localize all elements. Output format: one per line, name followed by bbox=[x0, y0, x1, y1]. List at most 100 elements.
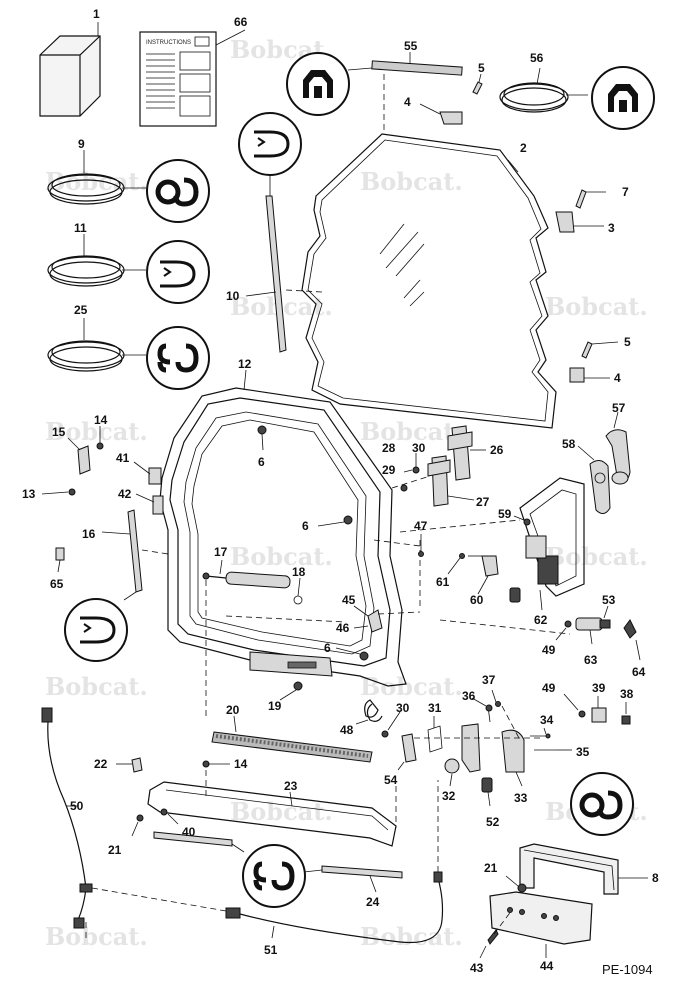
watermark-text: Bobcat. bbox=[45, 167, 148, 196]
callout: 20 bbox=[226, 703, 240, 717]
callout: 47 bbox=[414, 519, 428, 533]
part-seal-55 bbox=[286, 52, 463, 116]
callout: 33 bbox=[514, 791, 528, 805]
part-seal-10 bbox=[238, 112, 323, 353]
callout: 6 bbox=[324, 641, 331, 655]
callout: 1 bbox=[93, 7, 100, 21]
part-seal-9 bbox=[47, 150, 210, 223]
callout: 30 bbox=[412, 441, 426, 455]
part-hinge-26 bbox=[391, 425, 521, 533]
callout: 4 bbox=[404, 95, 411, 109]
part-cable-clip-48 bbox=[364, 699, 379, 718]
callout: 22 bbox=[94, 757, 108, 771]
callout: 38 bbox=[620, 687, 634, 701]
callout: 8 bbox=[652, 871, 659, 885]
callout: 36 bbox=[462, 689, 476, 703]
callout: 6 bbox=[302, 519, 309, 533]
watermark-text: Bobcat. bbox=[545, 292, 648, 321]
callout: 62 bbox=[534, 613, 548, 627]
part-latch-62 bbox=[439, 477, 585, 635]
part-box-1 bbox=[39, 22, 101, 117]
watermark-text: Bobcat. bbox=[360, 417, 463, 446]
part-hardware-right bbox=[555, 189, 619, 383]
callout: 2 bbox=[520, 141, 527, 155]
callout: 13 bbox=[22, 487, 36, 501]
callout: 34 bbox=[540, 713, 554, 727]
watermark-text: Bobcat. bbox=[45, 672, 148, 701]
watermark-text: Bobcat. bbox=[545, 542, 648, 571]
callout: 63 bbox=[584, 653, 598, 667]
callout: 26 bbox=[490, 443, 504, 457]
callout: 5 bbox=[624, 335, 631, 349]
watermark-text: Bobcat. bbox=[230, 542, 333, 571]
watermark-text: Bobcat. bbox=[360, 672, 463, 701]
part-seal-16 bbox=[55, 509, 169, 662]
callout: 21 bbox=[484, 861, 498, 875]
part-step-44 bbox=[479, 875, 593, 959]
callout: 66 bbox=[234, 15, 248, 29]
callout: 46 bbox=[336, 621, 350, 635]
callout: 31 bbox=[428, 701, 442, 715]
callout: 54 bbox=[384, 773, 398, 787]
callout: 37 bbox=[482, 673, 496, 687]
callout: 6 bbox=[258, 455, 265, 469]
callout: 65 bbox=[50, 577, 64, 591]
callout: 53 bbox=[602, 593, 616, 607]
part-panel-23 bbox=[116, 757, 403, 908]
callout: 50 bbox=[70, 799, 84, 813]
callout: 17 bbox=[214, 545, 228, 559]
callout: 45 bbox=[342, 593, 356, 607]
callout: 30 bbox=[396, 701, 410, 715]
callout: 40 bbox=[182, 825, 196, 839]
callout: 58 bbox=[562, 437, 576, 451]
part-handle-57 bbox=[577, 411, 631, 514]
callout: 27 bbox=[476, 495, 490, 509]
callout: 42 bbox=[118, 487, 132, 501]
callout: 48 bbox=[340, 723, 354, 737]
part-trim-20 bbox=[211, 715, 373, 763]
callout: 21 bbox=[108, 843, 122, 857]
part-screw-47 bbox=[418, 534, 424, 557]
callout: 59 bbox=[498, 507, 512, 521]
callout: 14 bbox=[94, 413, 108, 427]
callout: 57 bbox=[612, 401, 626, 415]
callout: 23 bbox=[284, 779, 298, 793]
part-seal-11 bbox=[47, 234, 210, 304]
callout: 9 bbox=[78, 137, 85, 151]
callout: 32 bbox=[442, 789, 456, 803]
callout: 28 bbox=[382, 441, 396, 455]
callout: 18 bbox=[292, 565, 306, 579]
part-screws-6 bbox=[257, 425, 369, 701]
part-harness-51 bbox=[225, 780, 444, 944]
reference-code: PE-1094 bbox=[602, 962, 653, 977]
watermark-text: Bobcat. bbox=[230, 797, 333, 826]
part-harness-50 bbox=[41, 707, 233, 940]
callout: 49 bbox=[542, 643, 556, 657]
part-seal-25 bbox=[47, 318, 210, 390]
part-hardware-top bbox=[383, 73, 483, 130]
watermarks: Bobcat. Bobcat. Bobcat. Bobcat. Bobcat. … bbox=[45, 35, 648, 951]
callout: 16 bbox=[82, 527, 96, 541]
callout: 24 bbox=[366, 895, 380, 909]
callout: 5 bbox=[478, 61, 485, 75]
watermark-text: Bobcat. bbox=[45, 417, 148, 446]
callout: 49 bbox=[542, 681, 556, 695]
callout: 11 bbox=[74, 221, 87, 235]
callout: 15 bbox=[52, 425, 66, 439]
callout: 41 bbox=[116, 451, 130, 465]
callout: 55 bbox=[404, 39, 418, 53]
callout-labels: 1 66 55 5 56 4 2 9 7 3 11 10 25 5 4 12 5… bbox=[22, 7, 659, 975]
part-door-frame-12 bbox=[133, 369, 407, 687]
watermark-text: Bobcat. bbox=[360, 167, 463, 196]
callout: 35 bbox=[576, 745, 590, 759]
callout: 44 bbox=[540, 959, 554, 973]
watermark-text: Bobcat. bbox=[45, 922, 148, 951]
part-instructions-66: INSTRUCTIONS bbox=[139, 29, 246, 127]
callout: 25 bbox=[74, 303, 88, 317]
callout: 61 bbox=[436, 575, 450, 589]
part-latch-15 bbox=[41, 426, 104, 496]
part-lock-cylinder-63 bbox=[555, 605, 641, 661]
callout: 4 bbox=[614, 371, 621, 385]
callout: 19 bbox=[268, 699, 282, 713]
